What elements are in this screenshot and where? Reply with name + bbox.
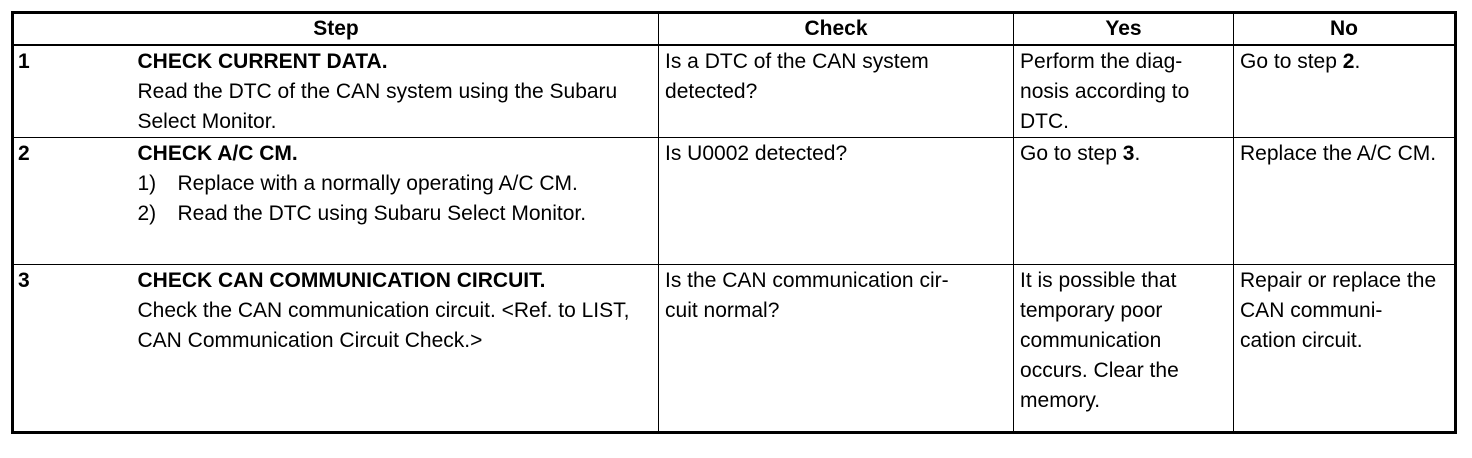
check-cell: Is U0002 detected?	[658, 137, 1015, 265]
header-yes: Yes	[1013, 12, 1235, 46]
step-description: CHECK CURRENT DATA. Read the DTC of the …	[137, 44, 660, 138]
yes-step-ref: 3	[1122, 142, 1135, 165]
yes-cell: Perform the diag- nosis according to DTC…	[1013, 44, 1235, 138]
list-item: 2) Read the DTC using Subaru Select Monit…	[138, 199, 654, 229]
yes-cell: Go to step 3.	[1013, 137, 1235, 265]
step-number: 1	[12, 44, 138, 138]
no-cell: Go to step 2.	[1233, 44, 1457, 138]
list-item-number: 2)	[137, 202, 157, 225]
list-item-text: Read the DTC using Subaru Select Monitor…	[177, 202, 587, 225]
step-body: Read the DTC of the CAN system using the…	[137, 80, 618, 133]
no-step-ref: 2	[1342, 50, 1355, 73]
step-title: CHECK CURRENT DATA.	[137, 50, 388, 73]
step-description: CHECK CAN COMMUNICATION CIRCUIT. Check t…	[137, 264, 660, 433]
no-text-end: .	[1354, 50, 1361, 73]
header-step: Step	[11, 12, 660, 46]
header-check: Check	[658, 12, 1015, 46]
no-text: Go to step	[1240, 50, 1343, 73]
header-row: Step Check Yes No	[11, 12, 1457, 46]
yes-text: Go to step	[1020, 142, 1123, 165]
no-cell: Repair or replace the CAN communi- catio…	[1233, 264, 1457, 433]
step-title: CHECK CAN COMMUNICATION CIRCUIT.	[137, 269, 546, 292]
step-title: CHECK A/C CM.	[137, 142, 298, 165]
header-no: No	[1233, 12, 1457, 46]
diagnostic-table: Step Check Yes No 1 CHECK CURRENT DATA. …	[11, 11, 1458, 434]
list-item-text: Replace with a normally operating A/C CM…	[177, 172, 578, 195]
table-row: 1 CHECK CURRENT DATA. Read the DTC of th…	[12, 44, 1457, 138]
no-cell: Replace the A/C CM.	[1233, 137, 1457, 265]
list-item-number: 1)	[137, 172, 157, 195]
step-number: 3	[12, 264, 138, 433]
step-description: CHECK A/C CM. 1) Replace with a normally …	[137, 137, 660, 265]
list-item: 1) Replace with a normally operating A/C …	[138, 169, 654, 199]
check-cell: Is a DTC of the CAN system detected?	[658, 44, 1015, 138]
step-number: 2	[12, 137, 138, 265]
yes-text-end: .	[1134, 142, 1141, 165]
step-body: Check the CAN communication circuit. <Re…	[137, 299, 630, 352]
table-row: 2 CHECK A/C CM. 1) Replace with a normall…	[12, 137, 1457, 265]
table-row: 3 CHECK CAN COMMUNICATION CIRCUIT. Check…	[12, 264, 1457, 433]
check-cell: Is the CAN communication cir- cuit norma…	[658, 264, 1015, 433]
yes-cell: It is possible that temporary poor commu…	[1013, 264, 1235, 433]
